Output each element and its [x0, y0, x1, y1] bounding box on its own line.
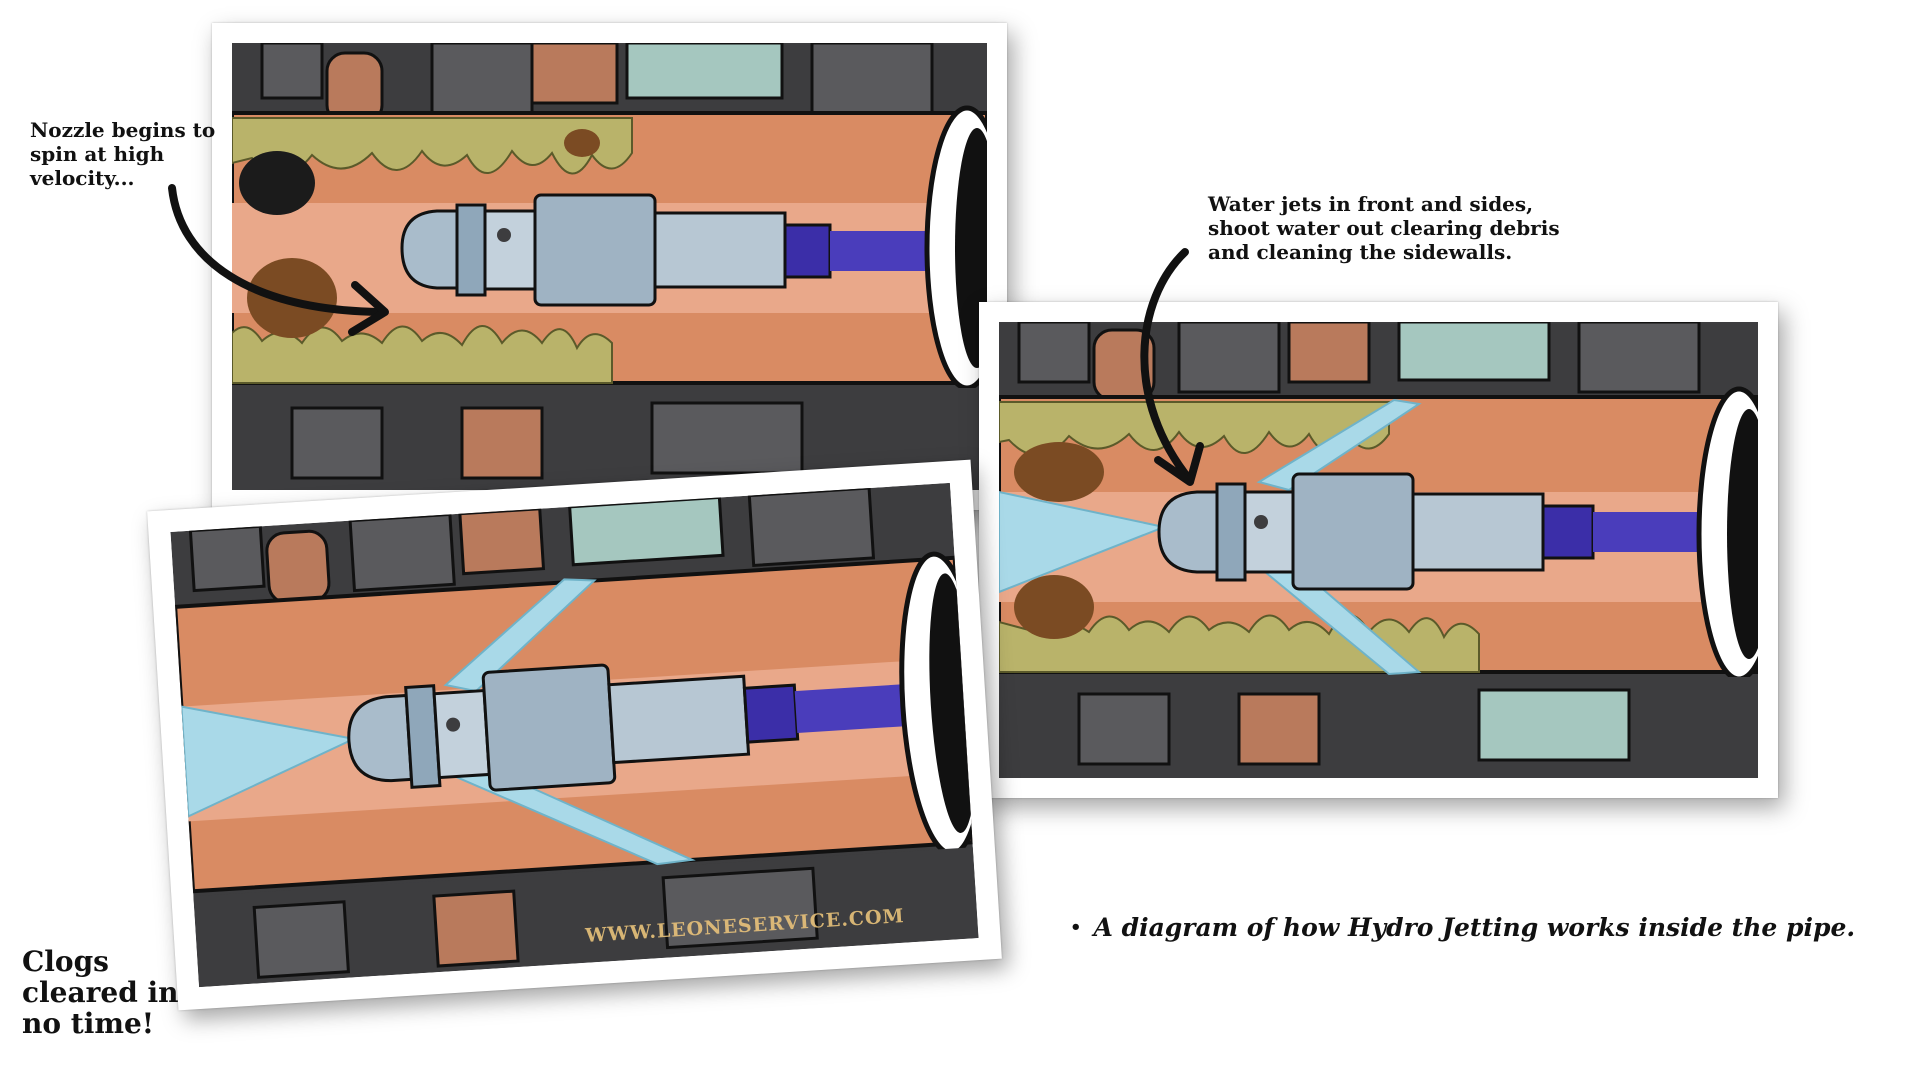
- annotation-water-jets: Water jets in front and sides, shoot wat…: [1208, 192, 1560, 264]
- annotation-arrow-nozzle: [168, 184, 389, 336]
- bullet-point: •: [1070, 917, 1082, 938]
- annotation-arrow-jets: [1140, 248, 1204, 486]
- diagram-panel-cleared: [147, 459, 1002, 1011]
- pipe-illustration-cleared: [170, 482, 979, 988]
- caption-text: A diagram of how Hydro Jetting works ins…: [1093, 913, 1856, 942]
- pipe-illustration-clogged: [232, 43, 987, 490]
- annotation-nozzle-spin: Nozzle begins to spin at high velocity..…: [30, 118, 216, 190]
- pipe-illustration-jets: [999, 322, 1758, 778]
- diagram-panel-jets: [979, 302, 1778, 798]
- diagram-panel-clogged: [212, 23, 1007, 510]
- diagram-caption: • A diagram of how Hydro Jetting works in…: [1070, 913, 1890, 942]
- annotation-clogs-cleared: Clogs cleared in no time!: [22, 945, 179, 1040]
